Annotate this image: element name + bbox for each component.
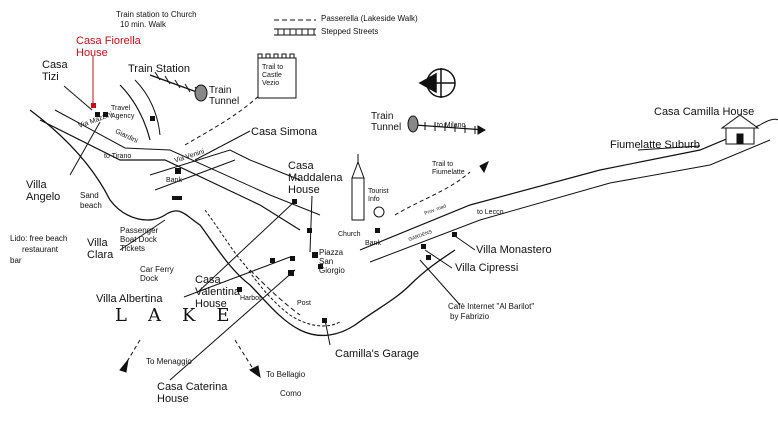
passerella-path bbox=[249, 269, 301, 316]
label-to-bellagio: To Bellagio bbox=[266, 370, 306, 379]
building-markers bbox=[91, 103, 457, 323]
label-train-station: Train Station bbox=[128, 63, 190, 75]
label-bank-1: Bank bbox=[166, 177, 182, 184]
label-to-milano: to Milano bbox=[437, 122, 466, 129]
road-via-mazzini bbox=[39, 119, 301, 231]
label-to-lecco: to Lecco bbox=[477, 209, 504, 216]
house-icon bbox=[720, 114, 760, 145]
label-casa-simona: Casa Simona bbox=[251, 126, 318, 138]
walk-time-note: Train station to Church 10 min. Walk bbox=[116, 10, 197, 29]
shoreline bbox=[29, 109, 456, 337]
legend-stepped: Stepped Streets bbox=[321, 27, 379, 36]
label-to-tirano: to Tirano bbox=[104, 153, 132, 160]
label-to-menaggio: To Menaggio bbox=[146, 357, 192, 366]
label-camillas-garage: Camilla's Garage bbox=[335, 348, 420, 360]
road-to-lecco bbox=[359, 124, 761, 251]
tunnel-icon bbox=[194, 84, 208, 102]
church-icon bbox=[351, 154, 365, 221]
north-arrow-icon bbox=[418, 68, 456, 98]
tunnel-icon bbox=[407, 115, 419, 133]
label-casa-camilla: Casa Camilla House bbox=[654, 106, 755, 118]
label-villa-monastero: Villa Monastero bbox=[476, 244, 552, 256]
legend-passerella: Passerella (Lakeside Walk) bbox=[321, 14, 418, 23]
legend-stepped-symbol bbox=[274, 28, 316, 36]
label-villa-albertina: Villa Albertina bbox=[96, 293, 163, 305]
label-como: Como bbox=[280, 389, 302, 398]
label-post: Post bbox=[297, 300, 312, 307]
road-via-venini bbox=[149, 149, 301, 181]
castle-box bbox=[257, 57, 297, 99]
info-icon bbox=[373, 206, 385, 218]
label-fiumelatte-suburb: Fiumelatte Suburb bbox=[610, 139, 700, 151]
trail-to-castle bbox=[184, 89, 266, 146]
label-bank-2: Bank bbox=[365, 240, 381, 247]
label-villa-cipressi: Villa Cipressi bbox=[455, 262, 519, 274]
label-lake: LAKE bbox=[115, 305, 251, 326]
label-church: Church bbox=[338, 231, 361, 238]
label-cafe: Cafè Internet "Al Barilot"by Fabrizio bbox=[448, 302, 535, 321]
trail-to-fiumelatte bbox=[394, 171, 471, 216]
label-harbor: Harbor bbox=[240, 295, 262, 302]
